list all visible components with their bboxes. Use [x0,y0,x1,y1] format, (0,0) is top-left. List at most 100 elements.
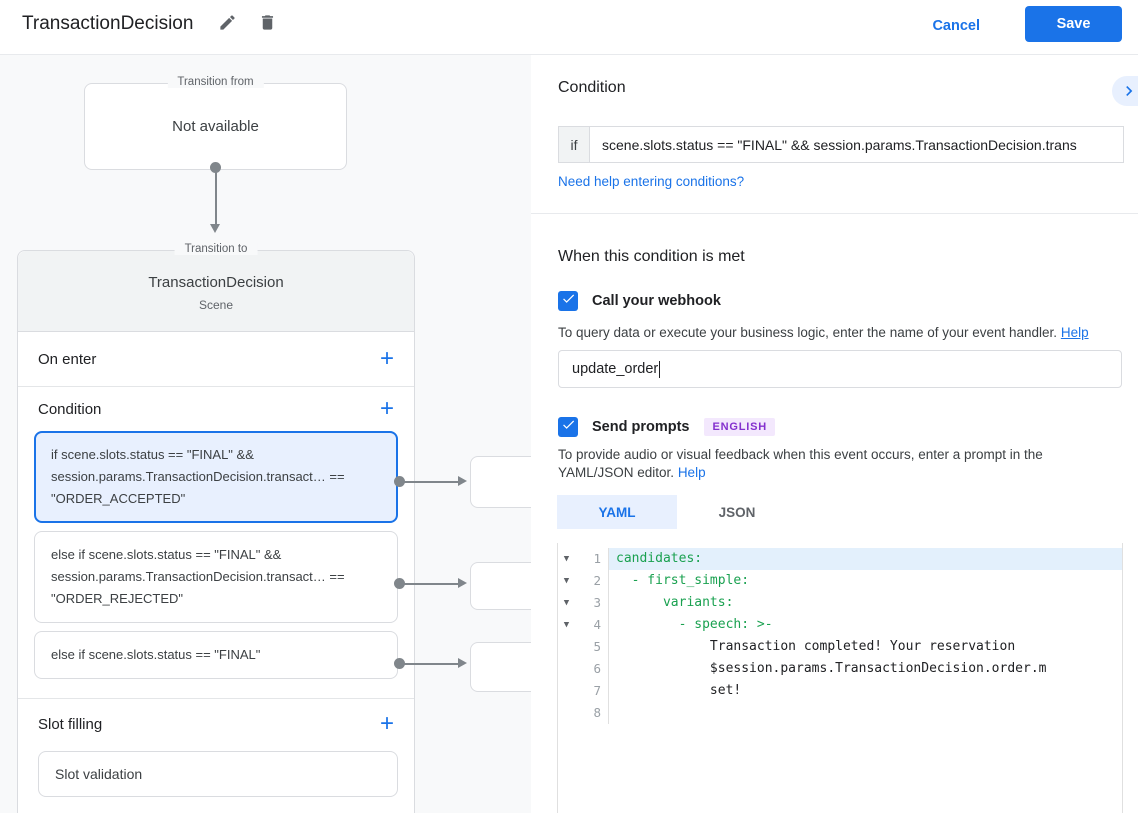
tab-json[interactable]: JSON [718,504,756,520]
code-text: variants: [616,595,734,610]
divider [18,698,414,699]
call-webhook-label: Call your webhook [592,293,721,309]
transition-to-legend: Transition to [174,243,258,255]
call-webhook-checkbox[interactable] [558,291,578,311]
transition-target-box[interactable] [470,642,531,692]
editor-line: 6 $session.params.TransactionDecision.or… [558,658,1122,680]
fold-placeholder [558,636,575,658]
chevron-right-icon [1119,83,1138,98]
editor-line: 8 [558,702,1122,724]
if-prefix-label: if [558,126,589,163]
call-webhook-row: Call your webhook [558,291,721,311]
prompts-help-link[interactable]: Help [677,465,706,480]
collapse-panel-button[interactable] [1112,76,1138,106]
page-title: TransactionDecision [22,13,194,34]
line-number: 5 [575,636,609,658]
tab-yaml[interactable]: YAML [557,495,677,529]
scene-card-header: TransactionDecision Scene [18,251,414,332]
code-text: $session.params.TransactionDecision.orde… [616,661,1047,676]
connector-dot [394,476,405,487]
prompts-description: To provide audio or visual feedback when… [558,446,1118,482]
condition-help-link[interactable]: Need help entering conditions? [558,174,745,189]
code-text: set! [616,683,742,698]
send-prompts-checkbox[interactable] [558,417,578,437]
connector-dot [394,578,405,589]
transition-target-box[interactable] [470,562,531,610]
line-number: 2 [575,570,609,592]
divider [531,213,1138,214]
arrow-right-icon [458,476,467,486]
fold-arrow-icon[interactable]: ▼ [563,554,570,564]
fold-arrow-icon[interactable]: ▼ [563,576,570,586]
send-prompts-row: Send prompts ENGLISH [558,417,775,437]
language-badge: ENGLISH [704,418,775,436]
event-handler-value: update_order [572,361,659,377]
editor-line: ▼ 3 variants: [558,592,1122,614]
code-text [609,702,1122,724]
checkmark-icon [561,417,576,437]
fold-placeholder [558,680,575,702]
cancel-button[interactable]: Cancel [922,10,990,42]
delete-scene-button[interactable] [256,13,278,35]
webhook-help-link[interactable]: Help [1060,325,1089,340]
add-condition-button[interactable]: + [374,397,400,421]
slot-validation-item[interactable]: Slot validation [38,751,398,797]
code-text: candidates: [609,548,1122,570]
condition-section-label: Condition [38,400,102,418]
slot-filling-label: Slot filling [38,715,103,733]
arrow-right-icon [458,578,467,588]
connector-line [403,481,458,483]
condition-panel-title: Condition [558,79,626,96]
editor-line: 5 Transaction completed! Your reservatio… [558,636,1122,658]
line-number: 3 [575,592,609,614]
connector-line [214,172,217,225]
editor-line: 7 set! [558,680,1122,702]
editor-line: ▼ 1 candidates: [558,548,1122,570]
text-cursor [659,360,661,378]
condition-expression-input[interactable]: scene.slots.status == "FINAL" && session… [589,126,1124,163]
fold-placeholder [558,658,575,680]
code-text: - speech: >- [616,617,773,632]
top-bar: TransactionDecision Cancel Save [0,0,1138,55]
transition-to-card: Transition to TransactionDecision Scene … [17,243,415,813]
when-condition-met-title: When this condition is met [558,248,745,265]
fold-placeholder [558,702,575,724]
arrow-right-icon [458,658,467,668]
line-number: 7 [575,680,609,702]
condition-item-order-rejected[interactable]: else if scene.slots.status == "FINAL" &&… [34,531,398,623]
prompt-code-editor[interactable]: ▼ 1 candidates: ▼ 2 - first_simple: ▼ 3 … [557,543,1123,813]
condition-item-order-accepted[interactable]: if scene.slots.status == "FINAL" && sess… [34,431,398,523]
transition-target-box[interactable] [470,456,531,508]
transition-from-legend: Transition from [167,76,264,88]
editor-line: ▼ 4 - speech: >- [558,614,1122,636]
scene-card-title: TransactionDecision [148,274,284,291]
send-prompts-label: Send prompts [592,419,690,435]
connector-line [403,583,458,585]
transition-from-value: Not available [172,118,259,135]
add-slot-button[interactable]: + [374,712,400,736]
webhook-description: To query data or execute your business l… [558,324,1089,342]
condition-detail-panel: Condition if scene.slots.status == "FINA… [531,55,1138,813]
save-button[interactable]: Save [1025,6,1122,42]
code-text: Transaction completed! Your reservation [616,639,1016,654]
event-handler-input[interactable]: update_order [558,350,1122,388]
checkmark-icon [561,291,576,311]
editor-line: ▼ 2 - first_simple: [558,570,1122,592]
fold-arrow-icon[interactable]: ▼ [563,598,570,608]
on-enter-label: On enter [38,350,97,368]
code-text: - first_simple: [616,573,750,588]
fold-arrow-icon[interactable]: ▼ [563,620,570,630]
editor-format-tabs: YAML JSON [557,495,797,529]
prompts-description-text: To provide audio or visual feedback when… [558,447,1043,480]
edit-scene-button[interactable] [216,13,238,35]
condition-item-final[interactable]: else if scene.slots.status == "FINAL" [34,631,398,679]
scene-card-subtitle: Scene [198,298,234,312]
add-on-enter-button[interactable]: + [374,347,400,371]
arrow-down-icon [210,224,220,233]
on-enter-row[interactable]: On enter + [18,332,414,387]
line-number: 4 [575,614,609,636]
line-number: 1 [575,548,609,570]
line-number: 6 [575,658,609,680]
transition-from-box: Transition from Not available [84,76,347,170]
